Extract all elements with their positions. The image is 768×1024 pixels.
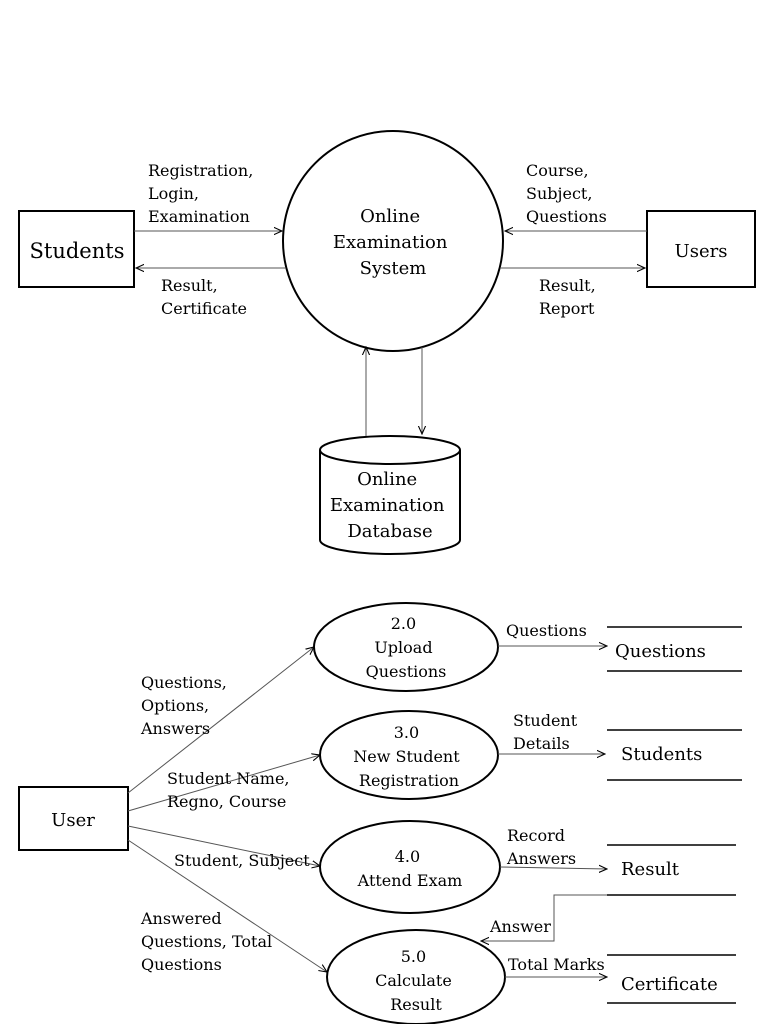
flow-label-users-out: Result, Report [539, 276, 601, 318]
flow-label-answered-questions: Answered Questions, Total Questions [140, 909, 277, 974]
process-calculate-result-label: 5.0 Calculate Result [375, 947, 457, 1014]
system-label-line: Examination [333, 232, 448, 253]
users-entity [646, 210, 756, 288]
database-store-body [319, 450, 461, 555]
store-certificate-label: Certificate [621, 974, 718, 995]
flow-label-student-name-regno-course: Student Name, Regno, Course [167, 769, 295, 811]
database-store-top [319, 435, 461, 465]
flow-user-to-calculate-result [127, 839, 327, 972]
flow-label-answer: Answer [489, 917, 551, 936]
process-new-student-registration-label: 3.0 New Student Registration [353, 723, 464, 790]
flow-label-student-details: Student Details [513, 711, 582, 753]
store-questions-label: Questions [615, 641, 706, 662]
system-label-line: System [360, 258, 427, 279]
system-label-line: Online [360, 206, 420, 227]
flow-label-questions-options-answers: Questions, Options, Answers [140, 673, 232, 738]
flow-label-student-subject: Student, Subject [174, 851, 310, 870]
flow-label-students-out: Result, Certificate [161, 276, 247, 318]
store-students-label: Students [621, 744, 702, 765]
process-upload-questions-label: 2.0 Upload Questions [366, 614, 447, 681]
system-process [282, 130, 504, 352]
process-attend-exam [319, 820, 501, 914]
flow-label-users-in: Course, Subject, Questions [526, 161, 607, 226]
flow-label-record-answers: Record Answers [506, 826, 576, 868]
system-process-label: Online Examination System [333, 206, 453, 279]
flow-result-store-to-calculate [481, 894, 607, 941]
flow-label-students-in: Registration, Login, Examination [148, 161, 258, 226]
users-entity-label: Users [675, 241, 728, 262]
user-entity [18, 786, 129, 851]
store-result-label: Result [621, 859, 680, 880]
flow-attend-to-result-store [499, 867, 607, 869]
database-label-line: Database [347, 521, 432, 542]
database-store-label: Online Examination Database [330, 469, 450, 542]
database-label-line: Online [357, 469, 417, 490]
database-label-line: Examination [330, 495, 445, 516]
students-entity [18, 210, 135, 288]
students-entity-label: Students [30, 239, 125, 263]
process-attend-exam-label: 4.0 Attend Exam [357, 847, 463, 890]
flow-user-to-registration [127, 755, 320, 812]
flow-label-questions: Questions [506, 621, 587, 640]
user-entity-label: User [51, 810, 95, 831]
flow-user-to-upload-questions [127, 647, 314, 794]
flow-user-to-attend-exam [127, 825, 320, 866]
flow-label-total-marks: Total Marks [508, 955, 605, 974]
